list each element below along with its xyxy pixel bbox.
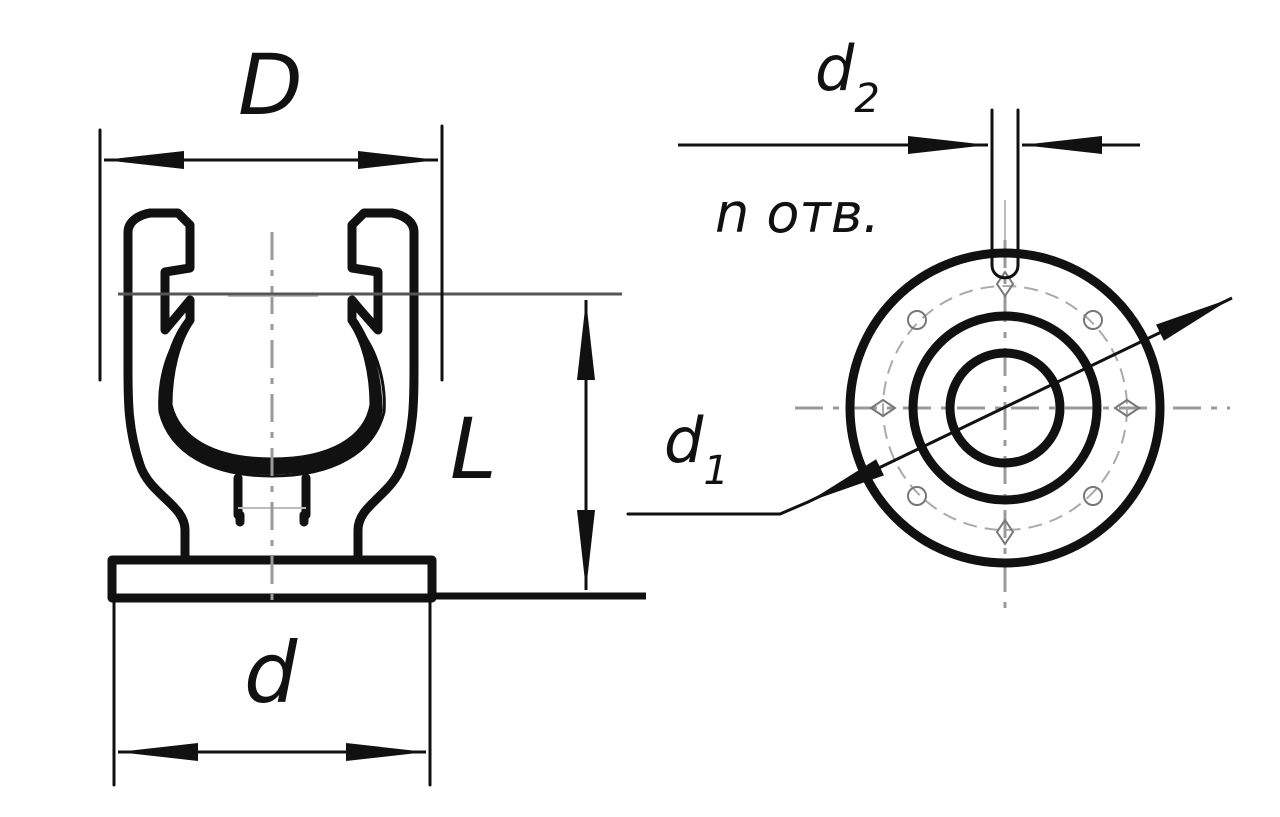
bolt-hole: [1083, 310, 1103, 330]
front-view: D d L: [98, 36, 646, 787]
plan-view: d2 n отв. d1: [626, 32, 1233, 610]
top-hole-slot: [990, 108, 1020, 280]
dim-d-label: d: [244, 624, 298, 722]
bolt-hole: [995, 518, 1015, 546]
dim-d1-label: d1: [664, 404, 729, 494]
lower-tab-right: [299, 473, 311, 527]
dim-D-label: D: [238, 36, 303, 134]
bolt-hole: [907, 486, 927, 506]
bolt-hole: [1083, 486, 1103, 506]
dim-L-label: L: [450, 400, 497, 498]
dim-d2-label: d2: [815, 32, 880, 122]
bolt-hole: [907, 310, 927, 330]
dim-d1-subscript: 1: [703, 448, 728, 494]
dim-d1-leader-bend: [778, 500, 810, 516]
dim-d2-subscript: 2: [854, 76, 879, 122]
holes-note: n отв.: [715, 182, 880, 245]
dim-d1-letter: d: [664, 404, 704, 477]
dim-d1-line: [807, 296, 1233, 504]
dim-d2-letter: d: [815, 32, 855, 105]
bolt-hole: [995, 270, 1015, 298]
lower-tab-left: [233, 473, 245, 527]
